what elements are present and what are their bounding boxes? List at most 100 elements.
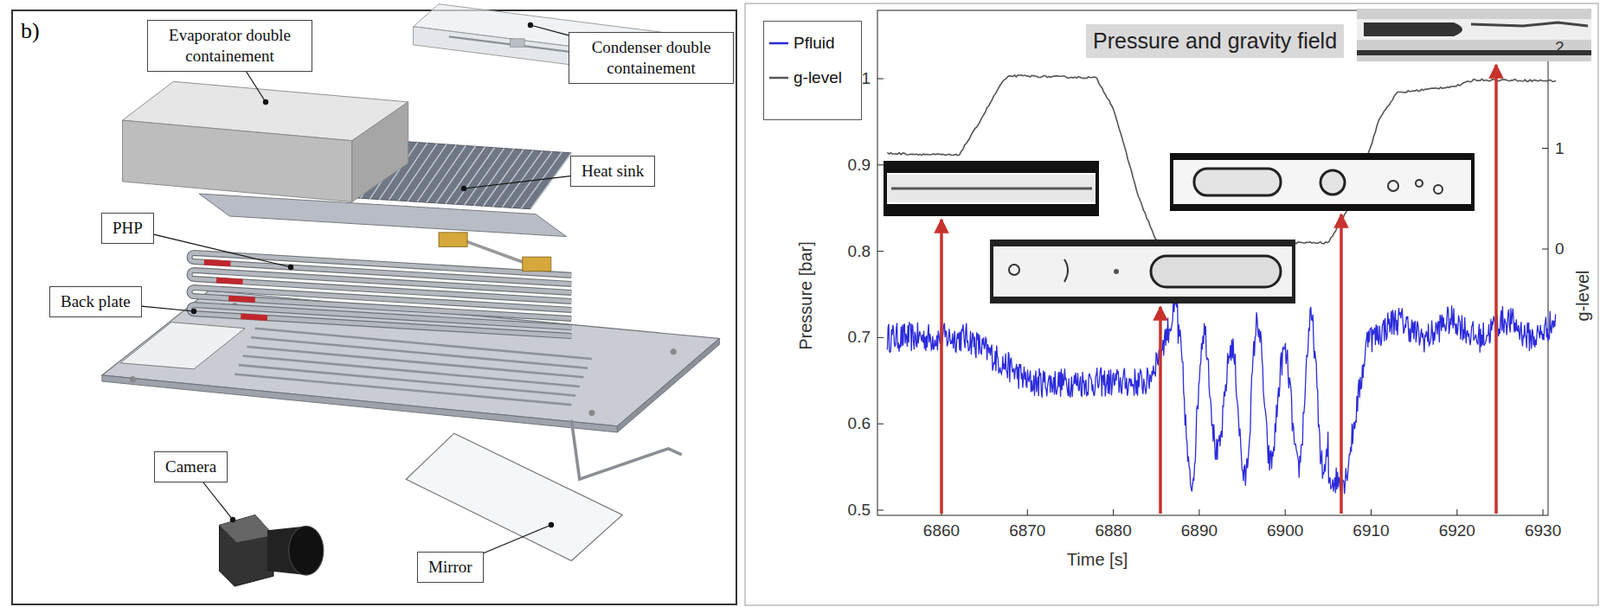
leader-dot — [527, 22, 534, 28]
legend-line-sample — [769, 40, 789, 46]
plot-frame — [1542, 147, 1549, 149]
heat-sink — [417, 145, 457, 203]
inset-photo — [883, 160, 1099, 217]
label-text: Back plate — [60, 291, 131, 313]
cad-exploded-view — [102, 4, 730, 587]
tick-label: 0.8 — [848, 242, 871, 261]
tick-label: 6930 — [1524, 522, 1562, 541]
inset-photo — [1008, 264, 1020, 276]
inset-photo — [1194, 168, 1281, 196]
leader-dot — [461, 186, 467, 192]
legend-box: Pfluidg-level — [763, 20, 862, 121]
red-arrow — [939, 219, 944, 515]
leader-line — [154, 234, 291, 268]
heat-sink — [407, 144, 447, 202]
tick-label: 6920 — [1439, 522, 1476, 541]
inset-photo — [1320, 170, 1345, 195]
condenser-containment — [510, 38, 526, 47]
leader-dot — [263, 99, 269, 105]
red-arrow — [1158, 307, 1163, 515]
leader-line — [245, 71, 266, 103]
inset-photo — [886, 173, 1096, 205]
part-label: Back plate — [49, 286, 142, 318]
part-label: Condenser double containement — [568, 32, 734, 84]
legend-text: g-level — [793, 68, 842, 88]
tick-label: 0 — [1555, 240, 1565, 259]
leader-line — [463, 176, 571, 189]
tick-label: 0.7 — [848, 328, 871, 347]
plot-curves — [886, 75, 1556, 496]
label-text: Pressure and gravity field — [1092, 27, 1337, 55]
tick-label: 6880 — [1094, 522, 1131, 541]
tick-label: 0.9 — [848, 155, 871, 174]
plot-frame — [1542, 509, 1544, 516]
inset-photo — [993, 246, 1292, 297]
red-arrows — [941, 64, 1497, 515]
inset-photo — [1356, 8, 1592, 62]
inset-photo — [989, 239, 1296, 304]
back-plate — [129, 376, 136, 383]
back-plate — [250, 337, 588, 368]
g-level-curve — [886, 75, 1556, 245]
heat-sink — [464, 148, 505, 206]
php-tubes — [228, 298, 256, 301]
plot-frame — [877, 424, 884, 425]
chart-header: Pressure and gravity field — [1085, 24, 1344, 58]
red-arrow — [1494, 64, 1498, 515]
heat-sink — [501, 151, 543, 208]
leader-dot — [191, 308, 197, 315]
heat-sink — [426, 145, 466, 203]
plot-frame — [877, 510, 884, 512]
tick-label: 1 — [1555, 139, 1565, 158]
php-tubes — [189, 252, 572, 336]
inset-photo — [891, 187, 1093, 191]
mirror — [405, 433, 623, 561]
legend-line-sample — [769, 75, 789, 81]
plot-frame — [877, 337, 884, 339]
label-text: PHP — [112, 218, 143, 239]
php-tubes — [522, 257, 552, 272]
inset-photo — [1433, 185, 1443, 194]
tick-label: 6890 — [1181, 522, 1218, 541]
back-plate — [246, 346, 584, 378]
inset-photo — [1356, 19, 1592, 40]
axis-title: Pressure [bar] — [796, 241, 816, 351]
leader-dot — [230, 517, 236, 523]
inset-photo — [1415, 179, 1423, 187]
axis-title: g-level — [1573, 270, 1593, 322]
camera — [219, 514, 274, 587]
leader-lines — [141, 22, 571, 554]
heat-sink — [511, 151, 553, 208]
evaporator-containment — [352, 102, 409, 203]
heat-sink — [455, 147, 495, 205]
tick-label: 6910 — [1352, 522, 1389, 541]
heat-sink — [483, 149, 524, 206]
part-label: Heat sink — [570, 155, 656, 187]
label-text: Mirror — [428, 557, 473, 579]
leader-line — [203, 482, 233, 521]
part-label: PHP — [101, 212, 155, 245]
inset-photo — [1169, 153, 1475, 212]
inset-photo — [886, 202, 1096, 205]
tick-label: 2 — [1555, 38, 1565, 58]
mirror-arm — [571, 420, 682, 480]
plot-frame — [1112, 509, 1114, 516]
inset-photo — [1363, 22, 1463, 37]
heat-sink — [474, 148, 515, 206]
inset-photo — [1356, 8, 1592, 62]
heat-sink — [520, 152, 562, 209]
axis-title: Time [s] — [1066, 550, 1128, 570]
plot-frame — [877, 78, 884, 80]
php-tubes — [464, 240, 527, 264]
panel-frame — [12, 10, 737, 605]
part-label: Mirror — [417, 552, 484, 584]
inset-photo — [1064, 259, 1068, 283]
leader-line — [141, 306, 194, 312]
leader-line — [483, 525, 552, 554]
leader-dot — [548, 522, 554, 528]
plot-frame — [1370, 509, 1372, 516]
inset-photo — [1169, 153, 1475, 212]
tick-label: 6900 — [1266, 522, 1304, 541]
php-tubes — [204, 262, 232, 264]
